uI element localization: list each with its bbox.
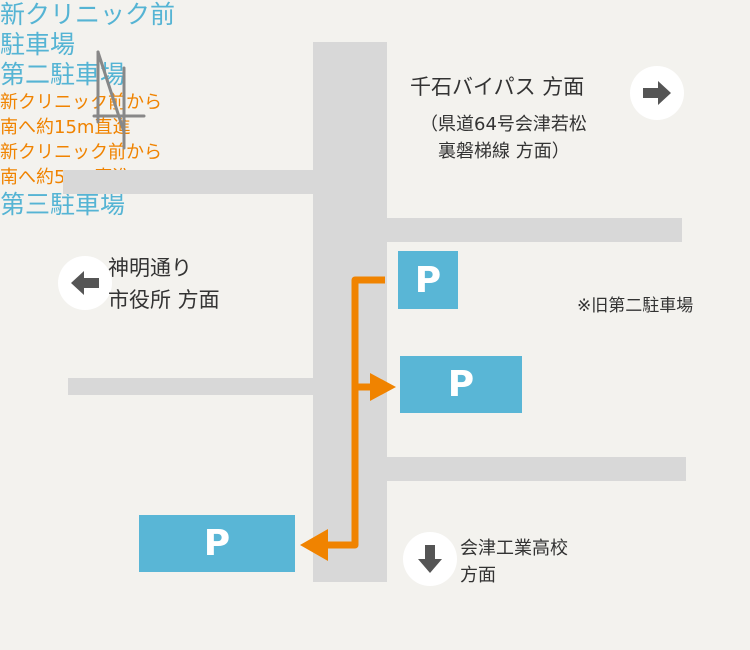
parking-clinic-front-label-2: 駐車場 — [0, 30, 76, 59]
arrow-left-icon — [71, 271, 99, 295]
route-third-desc-1: 新クリニック前から — [0, 142, 162, 163]
parking-clinic-front-note: ※旧第二駐車場 — [577, 296, 694, 316]
direction-down-button — [403, 532, 457, 586]
direction-urabandai-line: 裏磐梯線 方面） — [438, 141, 570, 162]
direction-city-hall: 市役所 方面 — [108, 288, 220, 312]
parking-clinic-front-label: 新クリニック前 — [0, 0, 176, 29]
route-second-desc-1: 新クリニック前から — [0, 92, 162, 113]
main-road-vertical — [313, 42, 387, 582]
arrow-right-icon — [643, 81, 671, 105]
direction-shinmei-dori: 神明通り — [108, 256, 192, 280]
road-lower-right — [385, 457, 686, 481]
direction-left-button — [58, 256, 112, 310]
parking-clinic-front-sign: P — [398, 251, 458, 309]
road-upper-left — [63, 170, 315, 194]
arrow-down-icon — [418, 545, 442, 573]
direction-senseki-bypass: 千石バイパス 方面 — [410, 75, 585, 99]
north-arrow-icon — [92, 50, 146, 150]
parking-third-label: 第三駐車場 — [0, 190, 126, 219]
direction-aizu-tech-hs-2: 方面 — [460, 565, 496, 586]
direction-aizu-tech-hs: 会津工業高校 — [460, 538, 568, 559]
parking-second-sign: P — [400, 356, 522, 413]
direction-right-button — [630, 66, 684, 120]
road-upper-right — [385, 218, 682, 242]
parking-third-sign: P — [139, 515, 295, 572]
direction-route64: （県道64号会津若松 — [420, 114, 587, 135]
road-middle-left — [68, 378, 315, 395]
